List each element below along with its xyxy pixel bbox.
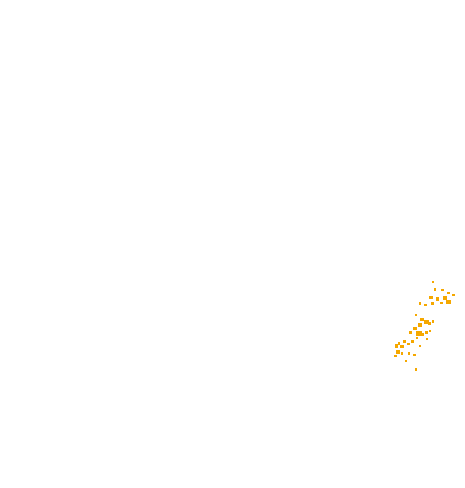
highlight-pixel bbox=[428, 322, 431, 325]
highlight-pixel bbox=[415, 314, 417, 316]
highlight-pixel bbox=[419, 302, 421, 305]
highlight-pixel bbox=[418, 323, 422, 327]
highlight-pixel bbox=[441, 289, 444, 291]
highlight-pixel bbox=[419, 345, 421, 347]
highlight-pixel bbox=[432, 281, 434, 283]
highlight-pixel bbox=[407, 343, 410, 345]
highlight-pixel bbox=[425, 331, 428, 334]
highlight-pixel bbox=[411, 340, 414, 343]
highlight-pixel bbox=[395, 344, 398, 348]
highlight-pixel bbox=[400, 345, 404, 348]
highlight-pixel bbox=[409, 331, 412, 334]
highlight-pixel bbox=[431, 302, 434, 305]
highlight-pixel bbox=[408, 352, 410, 355]
highlight-pixel bbox=[413, 327, 417, 330]
highlight-pixel bbox=[436, 297, 439, 301]
highlight-pixel bbox=[416, 337, 418, 339]
highlight-pixel bbox=[443, 296, 447, 300]
highlight-pixel bbox=[429, 296, 433, 299]
highlight-pixel bbox=[420, 318, 424, 321]
highlight-pixel bbox=[429, 330, 431, 332]
highlight-pixel bbox=[424, 304, 427, 306]
highlight-pixel bbox=[434, 288, 436, 291]
highlight-pixel bbox=[416, 331, 422, 336]
highlight-pixel bbox=[452, 294, 455, 296]
highlight-pixel bbox=[401, 352, 403, 355]
highlight-pixel bbox=[398, 342, 400, 345]
highlight-pixel bbox=[405, 360, 407, 362]
highlight-pixel bbox=[394, 355, 397, 357]
highlight-pixel bbox=[413, 354, 416, 356]
highlight-pixel bbox=[446, 300, 451, 304]
highlight-pixel bbox=[440, 302, 443, 304]
highlight-pixel bbox=[426, 338, 428, 340]
highlight-pixel bbox=[403, 340, 406, 343]
highlight-pixel bbox=[432, 320, 434, 323]
highlight-pixel bbox=[424, 320, 429, 324]
highlight-pixel bbox=[396, 350, 400, 354]
highlight-pixel bbox=[447, 292, 450, 294]
highlight-pixel bbox=[421, 333, 424, 336]
highlight-pixel bbox=[415, 368, 417, 371]
